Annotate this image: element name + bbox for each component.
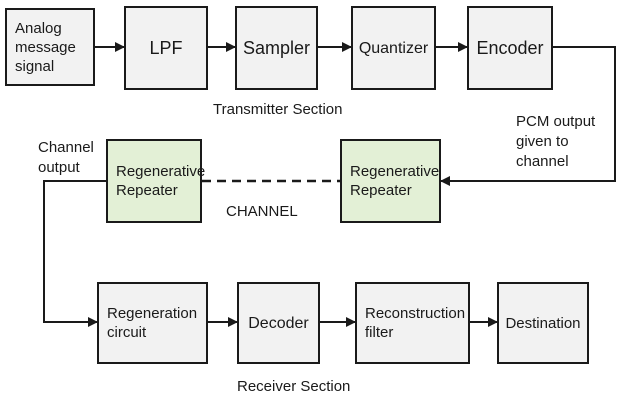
block-regeneration-circuit: Regeneration circuit	[97, 282, 208, 364]
block-decoder: Decoder	[237, 282, 320, 364]
block-destination-label: Destination	[505, 314, 581, 332]
block-analog-label: Analog message signal	[15, 19, 76, 75]
block-regenerative-repeater-left: Regenerative Repeater	[106, 139, 206, 223]
arrow-encoder-to-repeater	[440, 46, 616, 186]
block-encoder: Encoder	[467, 6, 553, 90]
block-regenerative-repeater-right: Regenerative Repeater	[340, 139, 441, 223]
block-repeater-left-label: Regenerative Repeater	[116, 163, 206, 199]
block-destination: Destination	[497, 282, 589, 364]
block-reconstruction-filter: Reconstruction filter	[355, 282, 470, 364]
block-lpf: LPF	[124, 6, 208, 90]
block-encoder-label: Encoder	[476, 37, 544, 58]
block-repeater-right-label: Regenerative Repeater	[350, 163, 440, 199]
block-quantizer: Quantizer	[351, 6, 436, 90]
label-channel-output: Channel output	[38, 139, 94, 176]
block-reconstruction-label: Reconstruction filter	[365, 305, 466, 341]
block-sampler-label: Sampler	[242, 37, 311, 58]
block-regeneration-label: Regeneration circuit	[107, 305, 198, 341]
block-quantizer-label: Quantizer	[358, 39, 429, 57]
label-receiver-section: Receiver Section	[237, 378, 351, 395]
arrow-repeater-to-regeneration	[43, 180, 106, 327]
block-sampler: Sampler	[235, 6, 318, 90]
block-analog-message-signal: Analog message signal	[5, 8, 95, 86]
label-channel: CHANNEL	[226, 203, 298, 220]
label-pcm-output: PCM output given to channel	[516, 113, 596, 170]
label-transmitter-section: Transmitter Section	[213, 101, 343, 118]
block-decoder-label: Decoder	[248, 314, 309, 332]
block-lpf-label: LPF	[149, 37, 183, 58]
